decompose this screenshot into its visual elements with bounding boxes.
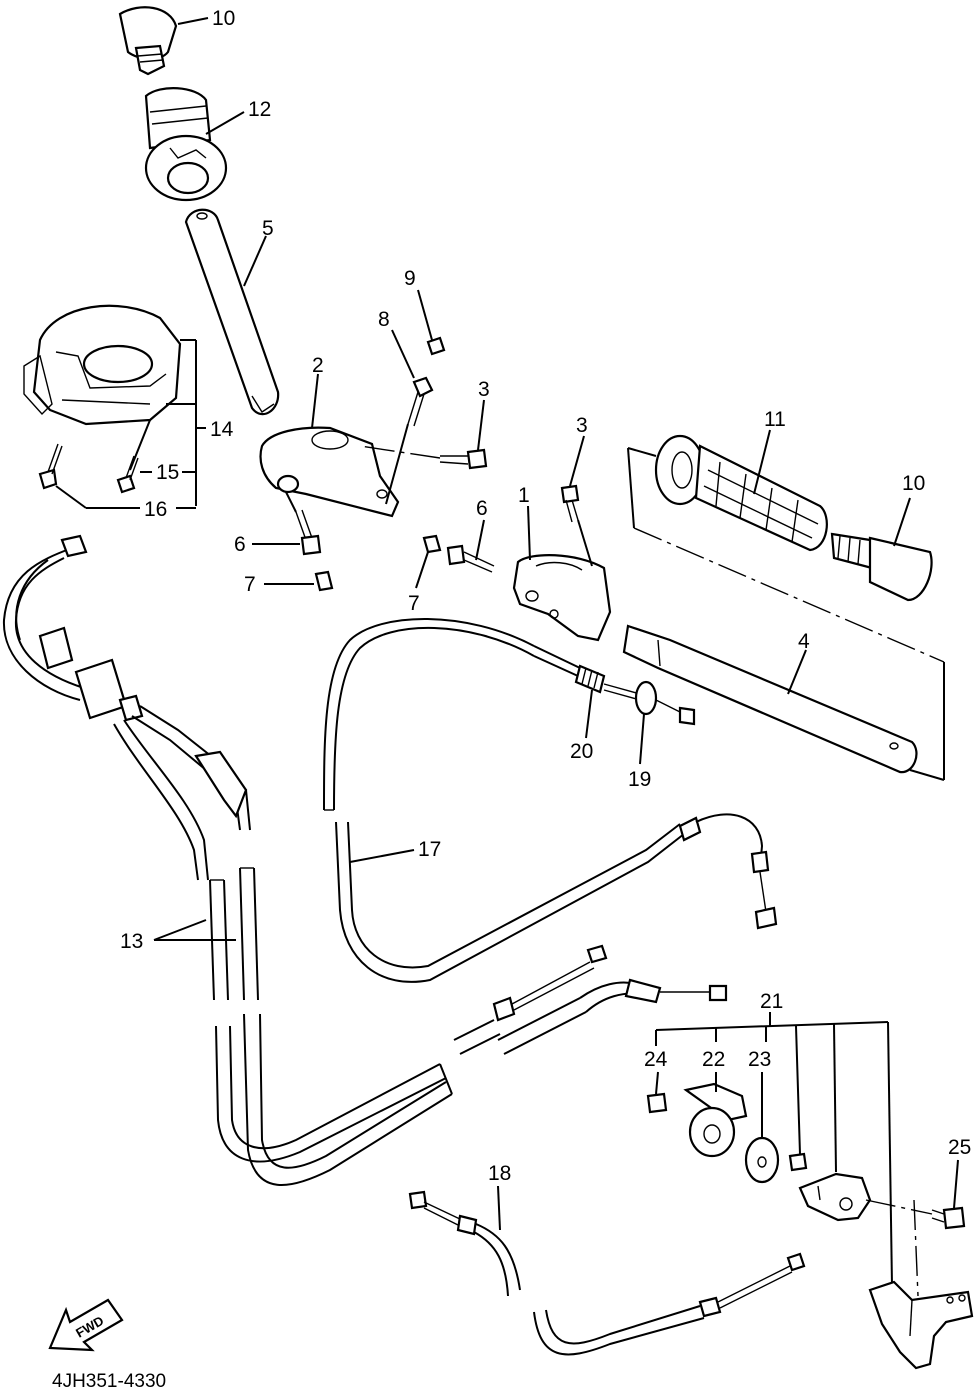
callout-20: 20 [570,740,593,763]
throttle-cable-17 [323,618,778,983]
callout-24: 24 [644,1048,668,1071]
callout-6-left: 6 [234,533,246,556]
callout-8: 8 [378,308,390,331]
cable-adjuster-20 [533,645,641,701]
callout-22: 22 [702,1048,725,1071]
lever-holder [798,1172,872,1222]
callout-18: 18 [488,1162,511,1185]
callout-13: 13 [120,930,143,953]
callout-16: 16 [144,498,167,521]
bolt-25 [931,1206,966,1230]
callout-5: 5 [262,217,274,240]
bolt-8 [407,376,434,427]
callout-1: 1 [518,484,530,507]
callout-19: 19 [628,768,651,791]
washer-23 [744,1136,780,1184]
callout-23: 23 [748,1048,771,1071]
screw-3-left [439,448,488,470]
callout-15: 15 [156,461,179,484]
screw-3-right [560,484,580,523]
bar-end-weight-top [118,6,178,76]
forward-direction-arrow: FWD [48,1298,124,1352]
callout-9: 9 [404,267,416,290]
callout-3-right: 3 [576,414,588,437]
throttle-cables-13 [2,534,728,1186]
plug-9 [426,336,446,356]
callout-6-right: 6 [476,497,488,520]
left-switch-housing [23,304,182,426]
switch-screw-16 [38,443,63,490]
mounting-bracket [868,1280,974,1370]
cap-7-right [422,534,442,554]
bolt-24 [646,1092,668,1114]
callout-14: 14 [210,418,234,441]
callout-11: 11 [764,408,786,431]
callout-12: 12 [248,98,271,121]
screw-6-left [295,509,322,556]
callout-7-left: 7 [244,573,256,596]
right-handlebar-holder [512,554,612,642]
callout-25: 25 [948,1136,971,1159]
callout-7-right: 7 [408,592,420,615]
right-grip [654,434,828,552]
callout-10-right: 10 [902,472,925,495]
cap-7-left [314,570,334,592]
diagram-code: 4JH351-4330 [52,1371,166,1392]
switch-screw-15 [116,455,139,494]
callout-10-top: 10 [212,7,235,30]
callout-4: 4 [798,630,810,653]
starter-lever-22 [683,1082,748,1158]
left-handlebar-tube [184,208,280,416]
left-handlebar-holder [259,426,400,518]
callout-21: 21 [760,990,783,1013]
throttle-grip-housing [144,87,228,202]
starter-cable-18 [408,1190,806,1356]
callout-17: 17 [418,838,441,861]
locknut-19 [634,680,696,726]
screw-6-right [446,544,495,573]
bar-end-weight-right [830,532,933,602]
callout-3-left: 3 [478,378,490,401]
right-handlebar-tube [622,624,918,774]
callout-2: 2 [312,354,324,377]
screw-small [788,1152,808,1172]
